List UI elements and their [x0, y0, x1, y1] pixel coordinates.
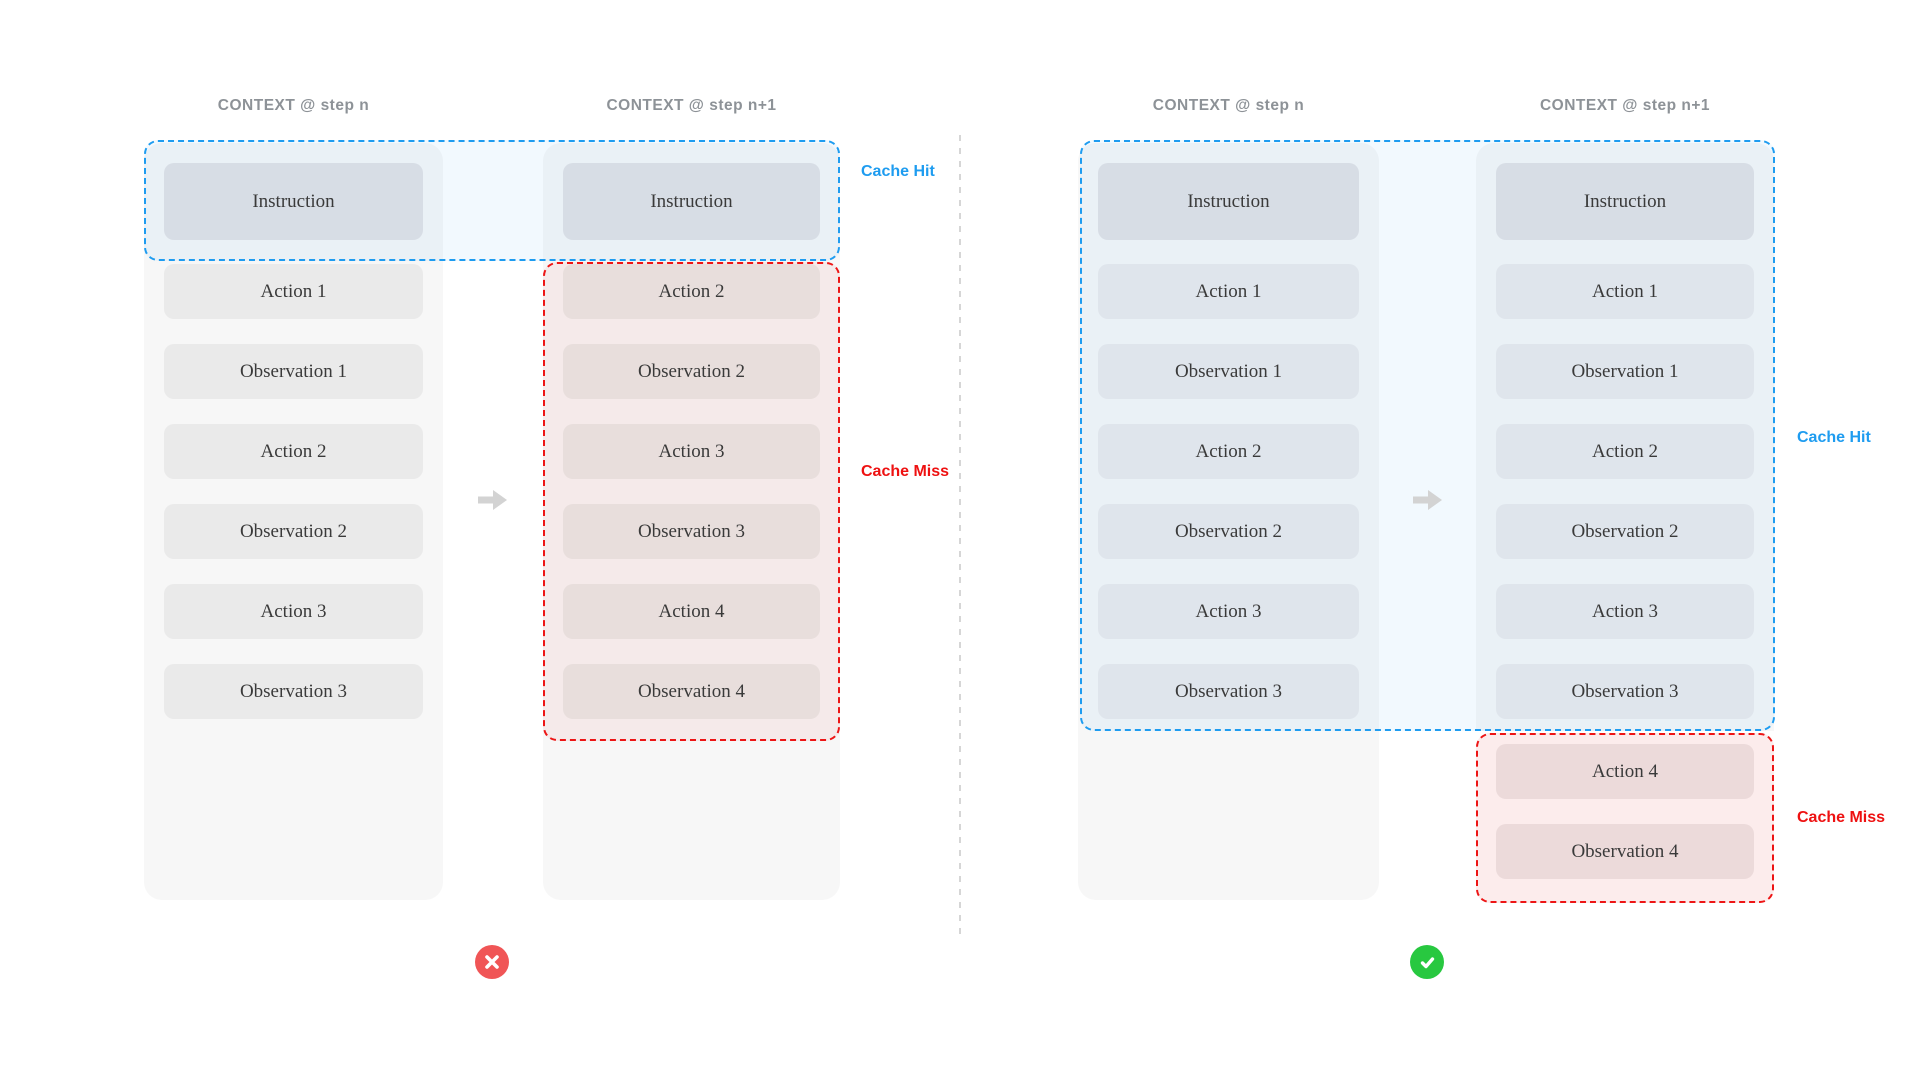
context-item-instruction: Instruction: [1098, 163, 1359, 240]
context-item-action-3: Action 3: [1098, 584, 1359, 639]
context-item-observation-2: Observation 2: [1496, 504, 1754, 559]
context-item-action-2: Action 2: [164, 424, 423, 479]
context-item-action-1: Action 1: [1496, 264, 1754, 319]
context-item-observation-4: Observation 4: [563, 664, 820, 719]
context-item-observation-3: Observation 3: [164, 664, 423, 719]
context-item-action-3: Action 3: [164, 584, 423, 639]
context-item-action-4: Action 4: [1496, 744, 1754, 799]
context-item-action-1: Action 1: [164, 264, 423, 319]
context-item-observation-1: Observation 1: [1496, 344, 1754, 399]
right-col1-header: CONTEXT @ step n: [1152, 97, 1305, 114]
context-item-observation-3: Observation 3: [1496, 664, 1754, 719]
transition-arrow-icon: [478, 489, 508, 511]
error-badge: [475, 945, 509, 979]
context-item-action-4: Action 4: [563, 584, 820, 639]
context-item-action-2: Action 2: [563, 264, 820, 319]
context-item-action-3: Action 3: [1496, 584, 1754, 639]
context-item-observation-1: Observation 1: [1098, 344, 1359, 399]
cache-hit-label-left: Cache Hit: [861, 163, 935, 180]
section-divider: [959, 135, 961, 940]
success-badge: [1410, 945, 1444, 979]
cache-miss-label-right: Cache Miss: [1797, 809, 1886, 826]
context-item-observation-2: Observation 2: [164, 504, 423, 559]
transition-arrow-icon: [1413, 489, 1443, 511]
context-item-observation-3: Observation 3: [1098, 664, 1359, 719]
cache-miss-label-left: Cache Miss: [861, 463, 950, 480]
context-item-observation-3: Observation 3: [563, 504, 820, 559]
context-item-observation-4: Observation 4: [1496, 824, 1754, 879]
cache-hit-label-right: Cache Hit: [1797, 429, 1871, 446]
left-col1-header: CONTEXT @ step n: [217, 97, 370, 114]
context-item-action-3: Action 3: [563, 424, 820, 479]
context-item-instruction: Instruction: [164, 163, 423, 240]
cross-icon: [485, 955, 499, 969]
check-icon: [1420, 956, 1434, 968]
right-col2-header: CONTEXT @ step n+1: [1539, 97, 1711, 114]
context-item-action-1: Action 1: [1098, 264, 1359, 319]
context-item-action-2: Action 2: [1098, 424, 1359, 479]
context-item-instruction: Instruction: [1496, 163, 1754, 240]
context-item-observation-2: Observation 2: [1098, 504, 1359, 559]
context-item-action-2: Action 2: [1496, 424, 1754, 479]
context-item-observation-2: Observation 2: [563, 344, 820, 399]
context-item-observation-1: Observation 1: [164, 344, 423, 399]
left-col2-header: CONTEXT @ step n+1: [606, 97, 777, 114]
left-cache-miss-region: [543, 262, 840, 741]
context-item-instruction: Instruction: [563, 163, 820, 240]
